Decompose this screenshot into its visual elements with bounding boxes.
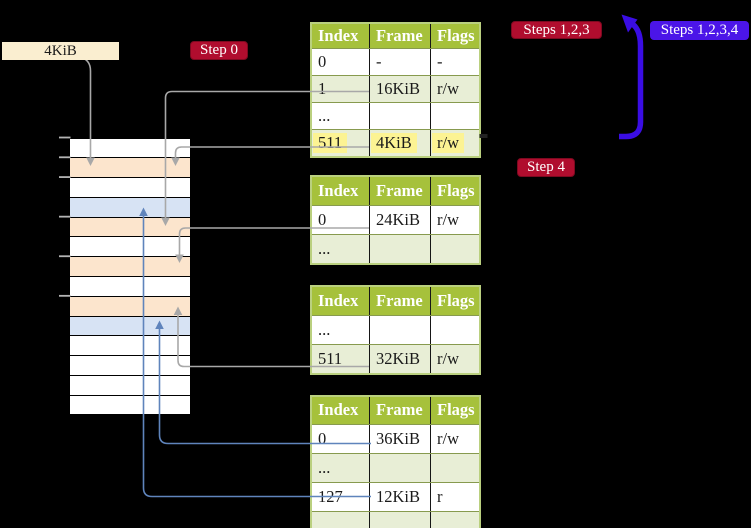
highlighted-value: 4KiB bbox=[371, 133, 417, 153]
table-cell: - bbox=[369, 49, 430, 75]
table-cell: 0 bbox=[318, 52, 327, 71]
column-header: Frame bbox=[369, 287, 430, 315]
table-cell bbox=[369, 316, 430, 344]
column-header: Frame bbox=[369, 24, 430, 48]
column-header: Flags bbox=[430, 287, 479, 315]
table-cell: r/w bbox=[430, 345, 479, 373]
table-cell: 0 bbox=[318, 210, 327, 229]
table-cell bbox=[430, 454, 479, 482]
column-header: Index bbox=[318, 400, 359, 419]
frame-size-label: 4KiB bbox=[2, 42, 119, 60]
table-cell: 12KiB bbox=[369, 483, 430, 511]
badge-steps-1-2-3: Steps 1,2,3 bbox=[511, 21, 602, 39]
table-row: ... bbox=[312, 315, 479, 344]
memory-frame-row-orange bbox=[70, 257, 190, 277]
table-row: 0 -- bbox=[312, 48, 479, 75]
table-row: 511 4KiB r/w bbox=[312, 129, 479, 156]
table-row: ... bbox=[312, 102, 479, 129]
memory-frame-row-white bbox=[70, 178, 190, 198]
table-cell: 36KiB bbox=[369, 425, 430, 453]
table-cell: 127 bbox=[318, 487, 343, 506]
table-cell: ... bbox=[318, 516, 331, 528]
table-cell bbox=[430, 235, 479, 263]
table-cell: 4KiB bbox=[369, 130, 430, 156]
table-row: ... bbox=[312, 453, 479, 482]
table-cell: ... bbox=[318, 320, 331, 339]
column-header: Frame bbox=[369, 177, 430, 205]
memory-frame-row-orange bbox=[70, 217, 190, 238]
highlighted-value: r/w bbox=[432, 133, 464, 153]
table-cell bbox=[430, 512, 479, 528]
table-cell: 511 bbox=[312, 130, 369, 156]
table-cell: r/w bbox=[430, 206, 479, 234]
table-cell bbox=[369, 235, 430, 263]
big-loop-arrow bbox=[619, 14, 644, 140]
badge-step-0: Step 0 bbox=[190, 41, 248, 60]
badge-steps-1-2-3-4: Steps 1,2,3,4 bbox=[650, 21, 749, 40]
table-cell bbox=[369, 512, 430, 528]
memory-ticks bbox=[59, 136, 71, 297]
memory-frame-row-white bbox=[70, 336, 190, 357]
memory-column bbox=[70, 137, 190, 416]
table-cell: ... bbox=[318, 458, 331, 477]
memory-frame-row-blue bbox=[70, 316, 190, 337]
memory-frame-row-white bbox=[70, 237, 190, 258]
memory-frame-row-white bbox=[70, 138, 190, 159]
memory-frame-row-white bbox=[70, 375, 190, 396]
memory-frame-row-white bbox=[70, 276, 190, 297]
table-cell: - bbox=[430, 49, 479, 75]
badge-step-4: Step 4 bbox=[517, 158, 575, 177]
table-cell: 24KiB bbox=[369, 206, 430, 234]
memory-frame-row-orange bbox=[70, 158, 190, 179]
table-cell: r/w bbox=[430, 130, 479, 156]
memory-frame-row-white bbox=[70, 356, 190, 376]
table-row: ... bbox=[312, 234, 479, 263]
table-cell: ... bbox=[318, 239, 331, 258]
highlighted-value: 511 bbox=[313, 133, 348, 153]
column-header: Flags bbox=[430, 24, 479, 48]
column-header: Flags bbox=[430, 177, 479, 205]
memory-frame-row-blue bbox=[70, 197, 190, 218]
table-cell: ... bbox=[318, 106, 331, 125]
table-cell bbox=[369, 454, 430, 482]
memory-frame-row-white bbox=[70, 395, 190, 416]
table-cell: 1 bbox=[318, 79, 327, 98]
table-cell: 511 bbox=[318, 349, 343, 368]
column-header: Frame bbox=[369, 397, 430, 424]
table-cell bbox=[369, 103, 430, 129]
table-cell bbox=[430, 316, 479, 344]
table-cell: r/w bbox=[430, 425, 479, 453]
column-header: Flags bbox=[430, 397, 479, 424]
table-cell: 32KiB bbox=[369, 345, 430, 373]
table-row: ... bbox=[312, 511, 479, 528]
column-header: Index bbox=[318, 291, 359, 310]
column-header: Index bbox=[318, 26, 359, 45]
table-cell: r/w bbox=[430, 76, 479, 102]
table-cell: r bbox=[430, 483, 479, 511]
table-cell: 0 bbox=[318, 429, 327, 448]
table-cell bbox=[430, 103, 479, 129]
table-cell: 16KiB bbox=[369, 76, 430, 102]
memory-frame-row-orange bbox=[70, 296, 190, 317]
column-header: Index bbox=[318, 181, 359, 200]
